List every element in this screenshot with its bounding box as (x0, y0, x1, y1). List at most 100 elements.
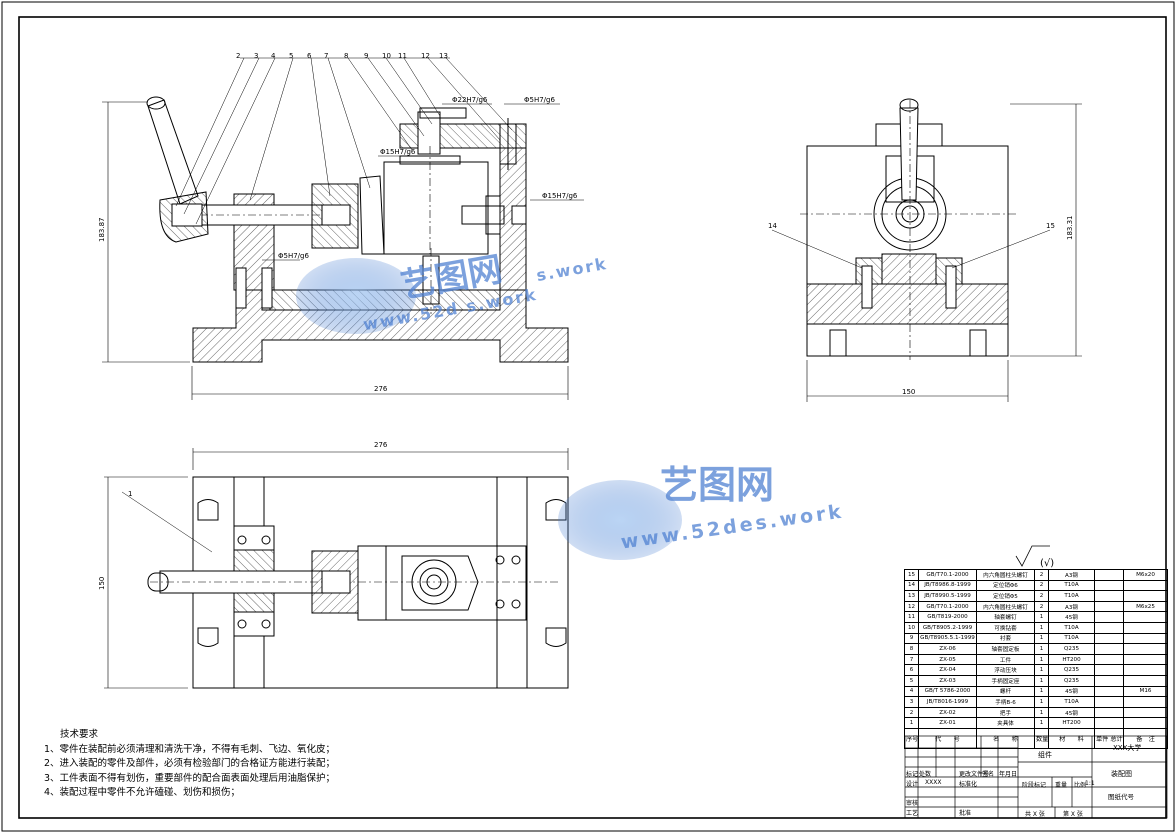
dimension-text: 183.87 (98, 218, 106, 243)
bom-cell: T10A (1048, 590, 1095, 602)
drawing-number: 图纸代号 (1108, 793, 1134, 801)
fit-label: Φ15H7/g6 (380, 148, 416, 156)
part-number-label: 2 (236, 52, 240, 60)
bom-cell (1123, 664, 1168, 676)
bom-cell (1094, 653, 1124, 666)
bom-cell: ZX-06 (918, 643, 977, 655)
tb-label: 第 X 张 (1063, 811, 1083, 818)
fit-label: Φ22H7/g6 (452, 96, 488, 104)
inner-frame (18, 16, 1167, 819)
tb-label: 设计 (906, 781, 919, 788)
bom-cell: 1 (1034, 664, 1049, 676)
requirement-item: 4、装配过程中零件不允许磕碰、划伤和损伤； (44, 787, 241, 799)
part-number-label: 15 (1046, 222, 1055, 230)
part-number-label: 7 (324, 52, 328, 60)
bom-cell: JB/T8986.8-1999 (918, 579, 977, 592)
bom-cell: 45钢 (1048, 706, 1095, 719)
bom-cell: M6x20 (1123, 569, 1168, 581)
bom-cell: M6x25 (1123, 600, 1168, 613)
fit-label: Φ5H7/g6 (278, 252, 309, 260)
plan-view (104, 448, 569, 689)
bom-cell: 夹具体 (976, 717, 1035, 729)
bom-cell: 轴套螺钉 (976, 611, 1035, 623)
bom-cell: 1 (904, 717, 919, 729)
bom-cell (1094, 569, 1124, 581)
bom-cell: 45钢 (1048, 611, 1095, 623)
bom-cell: 9 (904, 632, 919, 645)
technical-requirements: 技术要求 1、零件在装配前必须清理和清洗干净，不得有毛刺、飞边、氧化皮； 2、进… (44, 728, 604, 801)
tb-label: 阶段标记 (1022, 782, 1047, 789)
part-number-label: 5 (289, 52, 293, 60)
bom-cell: 1 (1034, 653, 1049, 666)
bom-cell: T10A (1048, 696, 1095, 708)
bom-cell: 定位销Φ5 (976, 590, 1035, 602)
title-block: 组件 XXX大学 装配图 图纸代号 1:1 标记 处数 更改文件号 签名 年月日… (905, 736, 1167, 818)
bom-cell: GB/T8905.5.1-1999 (918, 632, 977, 645)
watermark-brand: 艺图网 (660, 463, 775, 507)
bom-cell: 2 (1034, 600, 1049, 613)
part-number-label: 10 (382, 52, 391, 60)
bom-cell (1094, 600, 1124, 613)
bom-cell: ZX-04 (918, 664, 977, 676)
bom-cell: 1 (1034, 611, 1049, 623)
part-number-label: 4 (271, 52, 276, 60)
bom-cell: 浮动压块 (976, 664, 1035, 676)
bom-cell (1123, 696, 1168, 708)
bom-cell: ZX-02 (918, 706, 977, 719)
technical-requirements-title: 技术要求 (60, 729, 99, 740)
bom-cell: 14 (904, 579, 919, 592)
bom-cell: 轴套固定板 (976, 643, 1035, 655)
tb-label: 标记 (906, 771, 919, 778)
bom-cell: 2 (1034, 590, 1049, 602)
bom-cell: 工件 (976, 653, 1035, 666)
bom-cell: 手柄B-6 (976, 696, 1035, 708)
bom-cell (1123, 579, 1168, 592)
bom-cell: 2 (1034, 579, 1049, 592)
bom-cell: 8 (904, 643, 919, 655)
bom-cell: JB/T8016-1999 (918, 696, 977, 708)
bom-cell (1094, 674, 1124, 687)
bom-cell: 15 (904, 569, 919, 581)
scale-value: 1:1 (1085, 780, 1095, 787)
bom-cell (1123, 717, 1168, 729)
bom-cell (1123, 674, 1168, 687)
assembly-label: 组件 (1038, 751, 1052, 759)
bom-cell: A3钢 (1048, 600, 1095, 613)
part-number-label: 3 (254, 52, 258, 60)
bom-cell: 内六角圆柱头螺钉 (976, 569, 1035, 581)
front-view (102, 57, 584, 400)
bom-cell: 1 (1034, 643, 1049, 655)
bom-cell (1094, 621, 1124, 634)
side-view-labels: 14 15 183.31 150 (768, 216, 1074, 397)
plan-view-labels: 276 150 1 (98, 441, 388, 590)
part-number-label: 11 (398, 52, 407, 60)
bom-cell: HT200 (1048, 653, 1095, 666)
bom-cell: 衬套 (976, 632, 1035, 645)
bom-cell: GB/T819-2000 (918, 611, 977, 623)
bom-cell: 1 (1034, 717, 1049, 729)
bom-cell: T10A (1048, 632, 1095, 645)
bom-cell: 1 (1034, 685, 1049, 698)
bom-cell: GB/T 5786-2000 (918, 685, 977, 698)
bom-cell: 1 (1034, 621, 1049, 634)
bom-cell: 6 (904, 664, 919, 676)
bom-cell (1123, 643, 1168, 655)
fit-label: Φ5H7/g6 (524, 96, 555, 104)
bom-cell (1094, 685, 1124, 698)
dimension-text: 276 (374, 385, 388, 393)
school-name: XXX大学 (1113, 744, 1142, 752)
bom-cell (1094, 632, 1124, 645)
tb-label: 标准化 (959, 781, 978, 788)
tb-label: 签名 (982, 771, 995, 778)
